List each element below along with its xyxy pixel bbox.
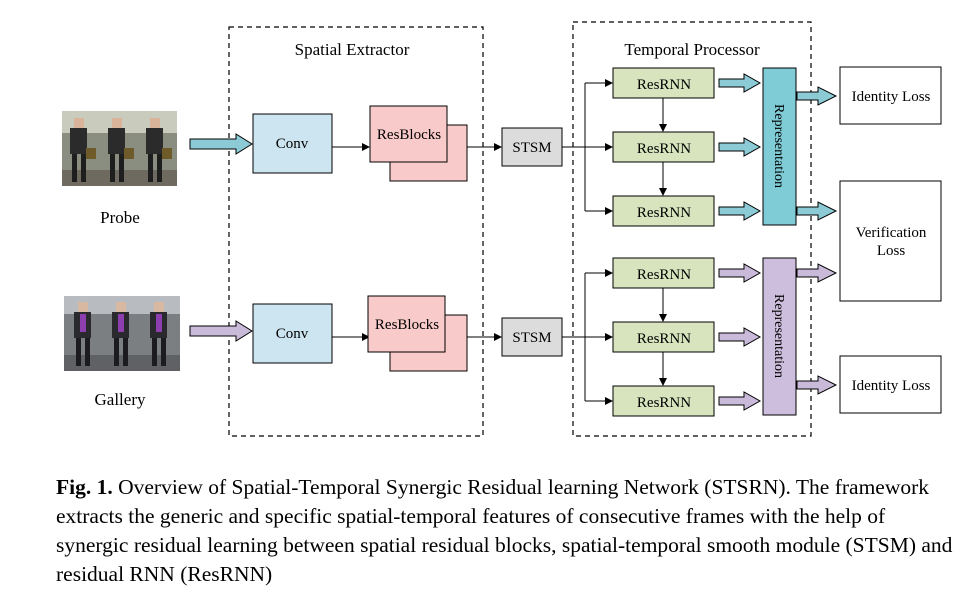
gallery-resrnn-1-label: ResRNN: [637, 267, 691, 283]
gallery-conv-box: [252, 303, 333, 364]
probe-stsm-routing: [562, 79, 613, 215]
probe-representation-box: [762, 67, 797, 226]
probe-stsm-box: [501, 127, 563, 167]
gallery-stsm-box: [501, 317, 563, 357]
gallery-to-verification-loss-arrow: [796, 263, 838, 283]
probe-image: [62, 111, 177, 186]
probe-conv-box: [252, 113, 333, 174]
probe-resrnn-1-output-arrow: [718, 73, 762, 93]
verification-loss-box: [839, 180, 942, 302]
gallery-resrnn-3-output-arrow: [718, 391, 762, 411]
caption-text: Overview of Spatial-Temporal Synergic Re…: [56, 475, 953, 586]
gallery-resrnn-2: [612, 321, 715, 353]
probe-resblocks-label: ResBlocks: [377, 127, 441, 143]
gallery-identity-loss-label: Identity Loss: [852, 378, 931, 394]
spatial-extractor-title: Spatial Extractor: [295, 40, 410, 59]
probe-to-verification-loss-arrow: [796, 201, 838, 221]
figure-caption: Fig. 1. Overview of Spatial-Temporal Syn…: [56, 473, 961, 589]
gallery-representation-label: Representation: [771, 294, 786, 378]
gallery-resblocks-label: ResBlocks: [375, 317, 439, 333]
gallery-conv-label: Conv: [276, 326, 309, 342]
stsrn-architecture-diagram: Spatial Extractor Temporal Processor Pro…: [62, 21, 942, 437]
gallery-resrnn-2-output-arrow: [718, 327, 762, 347]
probe-resrnn-3-label: ResRNN: [637, 205, 691, 221]
probe-to-identity-loss-arrow: [796, 86, 838, 106]
gallery-representation-box: [762, 257, 797, 416]
probe-label: Probe: [100, 208, 140, 227]
gallery-resblocks-box: [367, 295, 446, 353]
gallery-input-arrow: [189, 320, 253, 342]
probe-input-arrow: [189, 133, 253, 155]
probe-resrnn-1-label: ResRNN: [637, 77, 691, 93]
gallery-image: [64, 296, 180, 371]
probe-identity-loss-box: [839, 66, 942, 125]
verification-loss-label-line1: Verification: [856, 225, 927, 241]
probe-resblocks-box: [369, 105, 448, 163]
gallery-stsm-routing: [562, 269, 613, 405]
probe-resrnn-2: [612, 131, 715, 163]
gallery-resrnn-1: [612, 257, 715, 289]
probe-resrnn-3: [612, 195, 715, 227]
probe-resrnn-2-label: ResRNN: [637, 141, 691, 157]
probe-resrnn-3-output-arrow: [718, 201, 762, 221]
probe-conv-label: Conv: [276, 136, 309, 152]
spatial-extractor-box: [228, 26, 484, 437]
gallery-resrnn-3: [612, 385, 715, 417]
gallery-to-identity-loss-arrow: [796, 375, 838, 395]
probe-stsm-label: STSM: [512, 140, 551, 156]
gallery-stsm-label: STSM: [512, 330, 551, 346]
probe-identity-loss-label: Identity Loss: [852, 89, 931, 105]
probe-representation-label: Representation: [771, 104, 786, 188]
gallery-resrnn-3-label: ResRNN: [637, 395, 691, 411]
probe-resrnn-2-output-arrow: [718, 137, 762, 157]
figure-label: Fig. 1.: [56, 475, 113, 499]
gallery-label: Gallery: [95, 390, 146, 409]
temporal-processor-title: Temporal Processor: [624, 40, 760, 59]
gallery-identity-loss-box: [839, 355, 942, 414]
gallery-resrnn-2-label: ResRNN: [637, 331, 691, 347]
gallery-resrnn-1-output-arrow: [718, 263, 762, 283]
verification-loss-label-line2: Loss: [877, 243, 906, 259]
temporal-processor-box: [572, 21, 812, 437]
